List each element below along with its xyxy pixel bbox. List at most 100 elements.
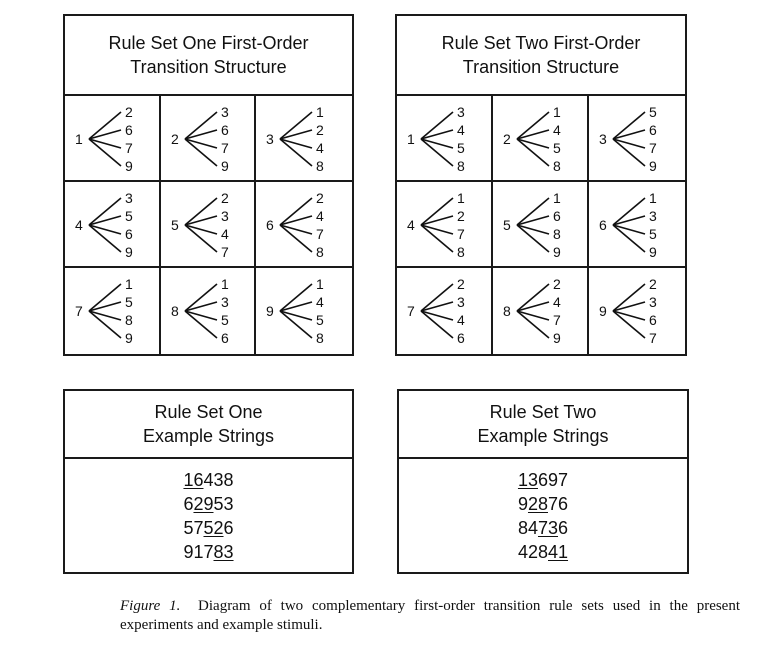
target-number: 9 [553, 330, 561, 346]
panel-title-line1: Rule Set Two First-Order [441, 33, 641, 53]
source-number: 7 [75, 303, 83, 319]
example-string: 62953 [183, 493, 234, 514]
target-number: 1 [125, 276, 133, 292]
target-number: 3 [221, 104, 229, 120]
target-number: 3 [457, 294, 465, 310]
examples-title-line1: Rule Set One [154, 402, 263, 422]
target-number: 1 [316, 104, 324, 120]
transition-arrow [88, 111, 122, 140]
transition-arrow [516, 215, 550, 226]
target-number: 1 [316, 276, 324, 292]
source-number: 9 [599, 303, 607, 319]
rule-set-two-examples-panel: Rule Set Two Example Strings 13697 92876… [397, 389, 689, 574]
transition-arrow [516, 224, 550, 253]
target-number: 4 [457, 122, 465, 138]
target-number: 7 [125, 140, 133, 156]
transition-arrow [88, 215, 122, 226]
transition-arrow [184, 283, 218, 312]
transition-arrow [184, 224, 217, 235]
target-number: 8 [316, 330, 324, 346]
target-number: 8 [457, 158, 465, 174]
rule-set-two-transition-panel: Rule Set Two First-Order Transition Stru… [395, 14, 687, 356]
target-number: 5 [316, 312, 324, 328]
transition-arrow [516, 138, 550, 149]
transition-arrow [184, 138, 217, 149]
target-number: 2 [457, 208, 465, 224]
transition-arrow [516, 129, 550, 140]
target-number: 9 [649, 244, 657, 260]
transition-arrow [88, 197, 122, 226]
target-number: 1 [649, 190, 657, 206]
transition-arrow [184, 310, 217, 321]
target-number: 6 [649, 122, 657, 138]
target-number: 2 [457, 276, 465, 292]
transition-arrow [516, 310, 550, 339]
transition-arrow [420, 111, 454, 140]
target-number: 6 [221, 330, 229, 346]
transition-arrow [516, 138, 550, 167]
target-number: 8 [316, 244, 324, 260]
transition-arrow [184, 111, 218, 140]
target-number: 3 [221, 208, 229, 224]
example-strings-list: 16438 62953 57526 91783 [65, 459, 352, 572]
target-number: 9 [125, 330, 133, 346]
transition-arrow [184, 129, 217, 140]
transition-arrow [612, 111, 646, 140]
transition-arrow [420, 138, 454, 167]
target-number: 7 [221, 244, 229, 260]
panel-title: Rule Set Two First-Order Transition Stru… [397, 16, 685, 96]
transition-arrow [279, 310, 313, 339]
example-string: 16438 [183, 469, 234, 490]
transition-arrow [420, 224, 454, 235]
example-strings-list: 13697 92876 84736 42841 [399, 459, 687, 572]
transition-arrow [420, 283, 454, 312]
target-number: 7 [316, 226, 324, 242]
target-number: 9 [553, 244, 561, 260]
transition-arrow [420, 310, 454, 321]
source-number: 2 [171, 131, 179, 147]
transition-arrow [516, 283, 550, 312]
target-number: 9 [125, 244, 133, 260]
transition-arrow [279, 138, 313, 167]
source-number: 8 [503, 303, 511, 319]
example-string: 57526 [183, 517, 234, 538]
target-number: 3 [221, 294, 229, 310]
target-number: 6 [649, 312, 657, 328]
transition-arrow [420, 301, 454, 312]
panel-title-line2: Transition Structure [462, 57, 620, 77]
examples-title-line2: Example Strings [477, 426, 609, 446]
transition-arrow [279, 197, 313, 226]
transition-arrow [420, 197, 454, 226]
source-number: 9 [266, 303, 274, 319]
transition-arrow [612, 138, 646, 149]
transition-arrow [88, 310, 122, 339]
target-number: 4 [457, 312, 465, 328]
target-number: 7 [553, 312, 561, 328]
transition-arrow [279, 224, 313, 253]
transition-arrow [420, 215, 454, 226]
target-number: 6 [125, 122, 133, 138]
transition-arrow [280, 129, 313, 140]
rule-set-one-examples-panel: Rule Set One Example Strings 16438 62953… [63, 389, 354, 574]
target-number: 4 [316, 208, 324, 224]
target-number: 5 [125, 208, 133, 224]
target-number: 7 [457, 226, 465, 242]
example-string: 84736 [517, 517, 569, 538]
source-number: 4 [407, 217, 415, 233]
transition-arrow [88, 129, 122, 140]
transition-arrow [280, 310, 313, 321]
transition-arrow [88, 301, 122, 312]
target-number: 8 [457, 244, 465, 260]
source-number: 2 [503, 131, 511, 147]
transition-arrow [516, 197, 550, 226]
